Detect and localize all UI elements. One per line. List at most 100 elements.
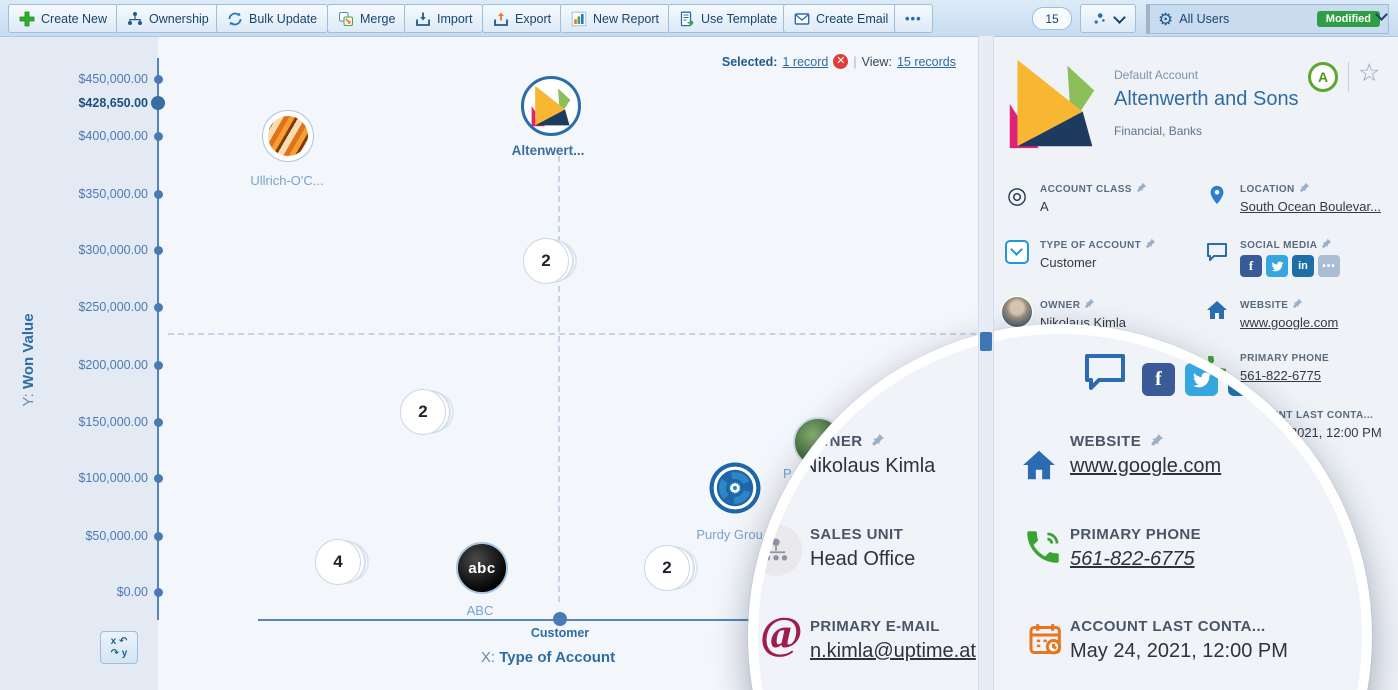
panel-divider: [978, 36, 994, 690]
y-axis-gutter: [0, 36, 158, 690]
import-icon: [416, 12, 430, 26]
primary-phone-link-magnified[interactable]: 561-822-6775: [1070, 548, 1195, 570]
selected-label: Selected:: [721, 54, 778, 69]
chart-view-dropdown[interactable]: [1080, 4, 1136, 33]
sales-unit-icon: [758, 524, 802, 576]
chevron-down-icon: [1113, 10, 1126, 24]
y-tick-dot: [153, 302, 163, 312]
chart-bubble-purdy-grou[interactable]: [709, 462, 761, 514]
chart-bubble-abc[interactable]: abc: [456, 542, 508, 594]
more-actions-button[interactable]: •••: [894, 4, 933, 33]
y-tick-dot: [153, 587, 163, 597]
field-website: WEBSITE www.google.com: [1240, 298, 1339, 330]
new-report-label: New Report: [593, 11, 659, 26]
hierarchy-icon: [128, 11, 142, 25]
account-logo: abc: [468, 559, 496, 577]
linkedin-icon[interactable]: in: [1228, 363, 1261, 396]
template-icon: [680, 11, 694, 26]
chart-bubble-cluster-2[interactable]: 2: [400, 389, 446, 435]
type-of-account-value: Customer: [1040, 255, 1097, 270]
last-contacted-label-magnified: ACCOUNT LAST CONTA...: [1070, 618, 1266, 635]
linkedin-icon[interactable]: in: [1292, 255, 1314, 277]
chart-bubble-cluster-2[interactable]: 2: [523, 238, 569, 284]
y-tick-dot: [153, 131, 163, 141]
bulk-update-label: Bulk Update: [249, 11, 318, 26]
export-icon: [494, 12, 508, 26]
divider-drag-handle[interactable]: [980, 332, 992, 351]
pin-icon: [1085, 298, 1095, 309]
cluster-count: 2: [541, 251, 551, 270]
export-button[interactable]: Export: [482, 4, 563, 33]
y-tick-label: $200,000.00: [78, 358, 148, 372]
chart-bubble-altenwert[interactable]: [521, 76, 581, 136]
y-tick-dot: [153, 74, 163, 84]
more-social-icon[interactable]: •••: [1271, 365, 1304, 398]
sales-unit-value-magnified: Head Office: [810, 548, 916, 570]
chart-bubble-cluster-2[interactable]: 2: [644, 545, 690, 591]
clear-selection-icon[interactable]: ✕: [833, 54, 849, 69]
selected-records-link[interactable]: 1 record: [782, 54, 829, 69]
create-email-button[interactable]: Create Email: [783, 4, 900, 33]
y-tick-label: $50,000.00: [85, 529, 148, 543]
pin-icon: [1146, 238, 1156, 249]
crosshair-horizontal-line: [168, 333, 986, 335]
toolbar: Create New Ownership Bulk Update Merge I…: [0, 0, 1398, 37]
y-tick-label: $400,000.00: [78, 129, 148, 143]
owner-value-magnified: Nikolaus Kimla: [803, 455, 936, 477]
create-new-button[interactable]: Create New: [8, 4, 118, 33]
plus-icon: [19, 11, 35, 26]
y-tick-label: $450,000.00: [78, 72, 148, 86]
pin-icon: [1322, 238, 1332, 249]
create-new-label: Create New: [41, 11, 107, 26]
import-button[interactable]: Import: [404, 4, 484, 33]
use-template-label: Use Template: [701, 11, 778, 26]
twitter-icon[interactable]: [1266, 255, 1288, 277]
location-link[interactable]: South Ocean Boulevar...: [1240, 199, 1381, 214]
chart-bubble-cluster-4[interactable]: 4: [315, 539, 361, 585]
bulk-update-button[interactable]: Bulk Update: [216, 4, 329, 33]
website-label-magnified: WEBSITE: [1070, 433, 1164, 450]
merge-icon: [339, 11, 353, 26]
profile-selector[interactable]: ⚙ All Users Modified: [1146, 4, 1389, 34]
y-tick-label: $0.00: [116, 585, 148, 599]
header-divider: [1348, 62, 1349, 92]
chart-bubble-ullrich-o-c[interactable]: [262, 110, 314, 162]
house-icon: [1023, 450, 1055, 480]
crosshair-vertical-line: [558, 156, 560, 602]
use-template-button[interactable]: Use Template: [668, 4, 789, 33]
phone-icon: [1027, 531, 1059, 563]
account-logo: [529, 84, 573, 128]
merge-label: Merge: [360, 11, 396, 26]
last-contacted-value-magnified: May 24, 2021, 12:00 PM: [1070, 640, 1288, 662]
new-report-button[interactable]: New Report: [560, 4, 670, 33]
primary-email-link-magnified[interactable]: n.kimla@uptime.at: [810, 640, 976, 662]
y-tick-label: $428,650.00: [78, 96, 148, 110]
bubble-label: Purdy Grou...: [696, 527, 774, 542]
more-social-icon[interactable]: •••: [1318, 255, 1340, 277]
x-tick-label: Customer: [530, 626, 590, 640]
field-location: LOCATION South Ocean Boulevar...: [1240, 182, 1381, 214]
swap-axes-button[interactable]: x ↶ ↷ y: [100, 631, 138, 664]
facebook-icon[interactable]: f: [1240, 255, 1262, 277]
primary-phone-label-magnified: PRIMARY PHONE: [1070, 526, 1202, 543]
merge-button[interactable]: Merge: [327, 4, 407, 33]
x-axis-line: [258, 619, 978, 621]
y-tick-dot: [153, 531, 163, 541]
speech-bubble-icon: [1085, 354, 1125, 390]
twitter-icon[interactable]: [1185, 363, 1218, 396]
cluster-count: 4: [333, 552, 343, 571]
view-records-link[interactable]: 15 records: [896, 54, 956, 69]
account-type-label: Default Account: [1114, 68, 1199, 82]
y-tick-label: $100,000.00: [78, 471, 148, 485]
target-icon: ◎: [1006, 182, 1028, 208]
favorite-star-icon[interactable]: ☆: [1358, 59, 1381, 87]
facebook-icon[interactable]: f: [1142, 363, 1175, 396]
website-link-magnified[interactable]: www.google.com: [1070, 455, 1222, 477]
website-link[interactable]: www.google.com: [1240, 315, 1339, 330]
swap-axes-icon: ↷ y: [110, 647, 128, 659]
account-class-badge: A: [1308, 62, 1338, 92]
x-tick-dot: [553, 612, 567, 626]
ownership-button[interactable]: Ownership: [116, 4, 220, 33]
